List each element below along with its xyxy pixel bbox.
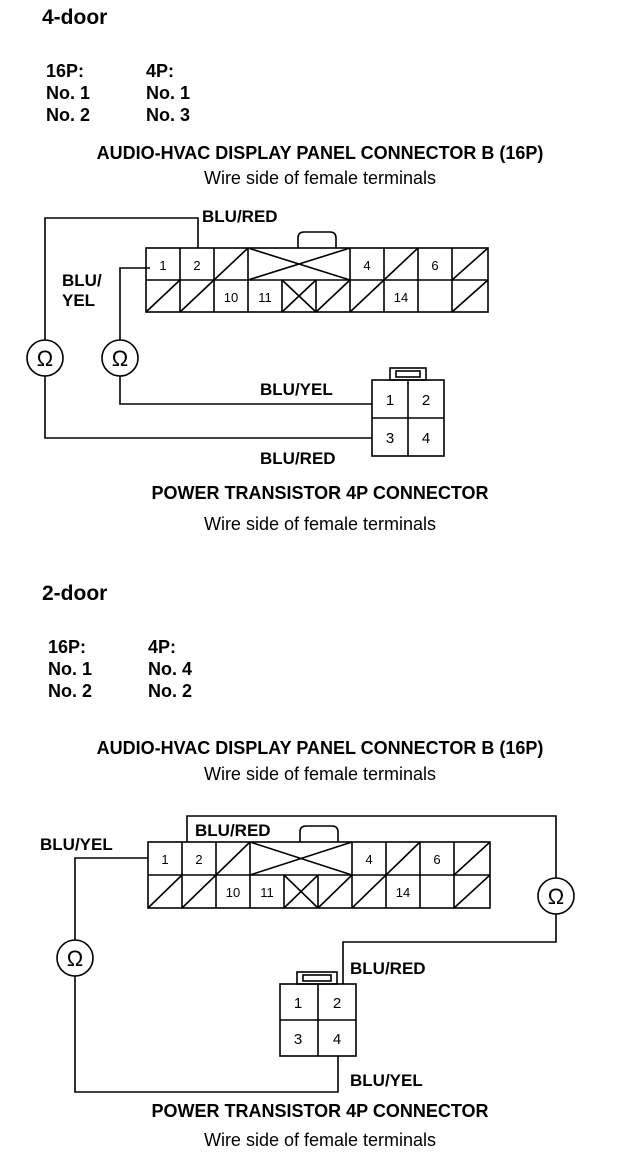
two-door-4p-connector-title: POWER TRANSISTOR 4P CONNECTOR [151,1101,489,1121]
4p-pin-1: 1 [294,995,302,1012]
column-header-4p: 4P: [148,637,177,657]
pin-16p-row-1: No. 1 [46,83,91,103]
16p-pin-4: 4 [363,258,370,273]
four-door-16p-connector-title: AUDIO-HVAC DISPLAY PANEL CONNECTOR B (16… [96,143,544,163]
pin-column-4p: 4P: No. 4 No. 2 [148,636,238,702]
wire-blu-yel-16p-4p [119,267,150,340]
four-door-16p-connector [145,231,489,313]
svg-text:Ω: Ω [37,346,53,371]
two-door-wires [74,815,557,1093]
wire-blu-red-to-4p-pin3 [44,376,372,439]
4p-pin-3: 3 [386,430,394,447]
wire-blu-yel-to-4p-pin1 [119,376,372,405]
4p-pin-2: 2 [422,392,430,409]
wire-blu-red-16p-4p [186,815,557,878]
four-door-4p-connector-title: POWER TRANSISTOR 4P CONNECTOR [151,483,489,503]
pin-4p-row-2: No. 3 [146,105,191,125]
two-door-16p-connector-title: AUDIO-HVAC DISPLAY PANEL CONNECTOR B (16… [96,738,544,758]
wire-label-blu-yel-left-2: YEL [62,291,95,310]
pin-column-16p: 16P: No. 1 No. 2 [46,60,136,126]
svg-text:Ω: Ω [112,346,128,371]
pin-16p-row-2: No. 2 [48,681,93,701]
pin-column-16p: 16P: No. 1 No. 2 [48,636,138,702]
column-header-4p: 4P: [146,61,175,81]
column-header-16p: 16P: [46,61,85,81]
4p-pin-4: 4 [422,430,430,447]
16p-pin-11: 11 [260,885,274,900]
16p-pin-6: 6 [431,258,438,273]
4p-pin-4: 4 [333,1031,341,1048]
16p-pin-4: 4 [365,852,372,867]
4p-pin-2: 2 [333,995,341,1012]
16p-pin-2: 2 [195,852,202,867]
pin-column-4p: 4P: No. 1 No. 3 [146,60,236,126]
wire-label-blu-yel-right: BLU/YEL [260,380,333,399]
wire-label-blu-yel-left-1: BLU/ [62,271,102,290]
wire-label-blu-red-bottom: BLU/RED [260,449,336,468]
16p-pin-14: 14 [396,885,410,900]
two-door-4p-connector [279,971,357,1057]
pin-16p-row-2: No. 2 [46,105,91,125]
two-door-heading: 2-door [42,582,108,605]
16p-pin-10: 10 [224,290,238,305]
two-door-wiring-diagram: 1 2 4 6 10 11 14 Ω Ω 1 2 3 4 BLU/YEL BLU… [40,815,575,1093]
pin-4p-row-2: No. 2 [148,681,193,701]
16p-pin-1: 1 [159,258,166,273]
pin-4p-row-1: No. 1 [146,83,191,103]
ohmmeter-right-icon: Ω [101,339,139,377]
four-door-heading: 4-door [42,6,108,29]
4p-pin-3: 3 [294,1031,302,1048]
16p-pin-14: 14 [394,290,408,305]
two-door-4p-connector-subtitle: Wire side of female terminals [203,1130,437,1150]
wire-label-blu-red-top: BLU/RED [195,821,271,840]
pin-16p-row-1: No. 1 [48,659,93,679]
column-header-16p: 16P: [48,637,87,657]
svg-text:Ω: Ω [548,884,564,909]
4p-pin-1: 1 [386,392,394,409]
wire-blu-yel-to-4p-pin4 [74,976,339,1093]
16p-pin-2: 2 [193,258,200,273]
wire-blu-red-to-4p-pin2 [342,914,557,984]
four-door-wires [44,217,372,439]
four-door-4p-connector-subtitle: Wire side of female terminals [203,514,437,534]
wire-label-blu-red-top: BLU/RED [202,207,278,226]
four-door-4p-connector [371,367,445,457]
wire-label-blu-yel-left: BLU/YEL [40,835,113,854]
16p-pin-1: 1 [161,852,168,867]
wire-label-blu-red-right: BLU/RED [350,959,426,978]
two-door-16p-connector [147,825,491,909]
16p-pin-11: 11 [258,290,272,305]
svg-text:Ω: Ω [67,946,83,971]
16p-pin-6: 6 [433,852,440,867]
four-door-16p-connector-subtitle: Wire side of female terminals [203,168,437,188]
wire-label-blu-yel-bottom: BLU/YEL [350,1071,423,1090]
pin-4p-row-1: No. 4 [148,659,193,679]
wire-blu-yel-16p-4p [74,857,148,940]
two-door-16p-connector-subtitle: Wire side of female terminals [203,764,437,784]
16p-pin-10: 10 [226,885,240,900]
ohmmeter-right-icon: Ω [537,877,575,915]
wire-blu-red-16p-4p [44,217,199,340]
ohmmeter-left-icon: Ω [56,939,94,977]
four-door-wiring-diagram: 1 2 4 6 10 11 14 Ω Ω 1 2 3 4 BLU/RED BLU… [26,207,489,468]
ohmmeter-left-icon: Ω [26,339,64,377]
